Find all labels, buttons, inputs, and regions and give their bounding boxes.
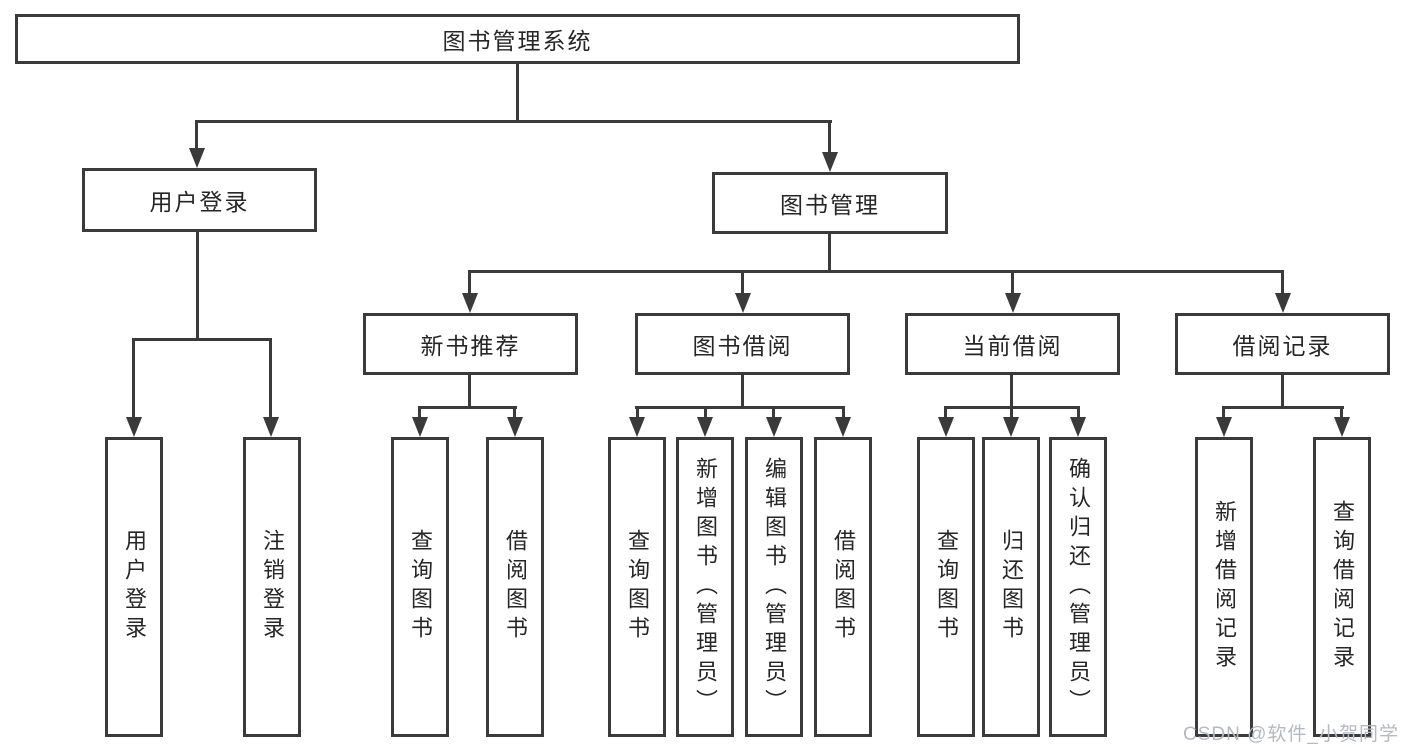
node-borrow-records: 借阅记录: [1175, 313, 1390, 375]
leaf-borrow-books: 借阅图书: [814, 437, 872, 737]
connector-current-stub: [1010, 375, 1013, 409]
connector-to-edit-books: [772, 406, 775, 419]
leaf-current-query-books-label: 查询图书: [934, 529, 959, 645]
node-book-borrow-label: 图书借阅: [692, 333, 793, 359]
node-root-label: 图书管理系统: [442, 28, 593, 54]
leaf-return-books: 归还图书: [982, 437, 1040, 737]
arrow-to-new-book-recommend: [462, 293, 478, 313]
node-current-borrow: 当前借阅: [905, 313, 1120, 375]
leaf-recommend-borrow-books: 借阅图书: [486, 437, 544, 737]
node-book-management-label: 图书管理: [780, 192, 880, 218]
arrow-to-borrow-books: [835, 417, 851, 437]
arrow-to-book-management: [822, 152, 838, 172]
leaf-borrow-books-label: 借阅图书: [831, 529, 856, 645]
connector-level3-rail: [468, 270, 1284, 273]
connector-borrow-stub: [741, 375, 744, 409]
connector-records-rail: [1222, 406, 1344, 409]
leaf-user-login: 用户登录: [105, 437, 163, 737]
node-new-book-recommend-label: 新书推荐: [420, 333, 521, 359]
arrow-to-add-books: [697, 417, 713, 437]
leaf-edit-books-admin: 编辑图书（管理员）: [745, 437, 803, 737]
connector-to-confirm-return: [1077, 406, 1080, 419]
connector-records-stub: [1281, 375, 1284, 409]
connector-to-current-borrow: [1011, 270, 1014, 296]
connector-to-leaf-user-login: [132, 338, 135, 419]
connector-to-borrow-books: [842, 406, 845, 419]
connector-recommend-stub: [468, 375, 471, 409]
arrow-to-leaf-user-login: [126, 417, 142, 437]
leaf-borrow-query-books-label: 查询图书: [625, 529, 650, 645]
leaf-recommend-query-books-label: 查询图书: [408, 529, 433, 645]
leaf-edit-books-admin-label: 编辑图书（管理员）: [762, 456, 787, 718]
leaf-add-borrow-record-label: 新增借阅记录: [1212, 500, 1237, 674]
node-user-login-label: 用户登录: [149, 189, 250, 215]
leaf-logout: 注销登录: [243, 437, 301, 737]
leaf-recommend-borrow-books-label: 借阅图书: [503, 529, 528, 645]
node-user-login: 用户登录: [82, 168, 317, 232]
node-borrow-records-label: 借阅记录: [1232, 333, 1333, 359]
connector-user-login-rail: [132, 338, 272, 341]
leaf-user-login-label: 用户登录: [122, 529, 147, 645]
leaf-add-books-admin: 新增图书（管理员）: [676, 437, 734, 737]
arrow-to-borrow-records: [1275, 293, 1291, 313]
arrow-to-confirm-return: [1070, 417, 1086, 437]
connector-to-borrow-records: [1281, 270, 1284, 296]
leaf-confirm-return-admin-label: 确认归还（管理员）: [1066, 456, 1091, 718]
connector-borrow-rail: [635, 406, 845, 409]
leaf-logout-label: 注销登录: [260, 529, 285, 645]
connector-to-new-book-recommend: [468, 270, 471, 296]
leaf-return-books-label: 归还图书: [999, 529, 1024, 645]
connector-to-return-books: [1010, 406, 1013, 419]
connector-to-add-record: [1222, 406, 1225, 419]
connector-to-recommend-query: [418, 406, 421, 419]
leaf-query-borrow-record: 查询借阅记录: [1313, 437, 1371, 737]
connector-user-login-stub: [196, 232, 199, 338]
connector-to-borrow-query: [636, 406, 639, 419]
connector-to-book-management: [828, 120, 831, 154]
connector-book-management-stub: [828, 234, 831, 272]
arrow-to-recommend-query: [412, 417, 428, 437]
arrow-to-return-books: [1003, 417, 1019, 437]
node-book-borrow: 图书借阅: [635, 313, 850, 375]
leaf-current-query-books: 查询图书: [917, 437, 975, 737]
connector-to-recommend-borrow: [513, 406, 516, 419]
node-book-management: 图书管理: [712, 172, 948, 234]
connector-root-stub: [516, 64, 519, 120]
leaf-borrow-query-books: 查询图书: [608, 437, 666, 737]
arrow-to-recommend-borrow: [507, 417, 523, 437]
arrow-to-current-query: [938, 417, 954, 437]
arrow-to-borrow-query: [629, 417, 645, 437]
connector-to-leaf-logout: [269, 338, 272, 419]
arrow-to-user-login: [189, 148, 205, 168]
arrow-to-query-record: [1334, 417, 1350, 437]
node-root: 图书管理系统: [15, 14, 1020, 64]
node-current-borrow-label: 当前借阅: [962, 333, 1063, 359]
connector-to-add-books: [704, 406, 707, 419]
connector-recommend-rail: [418, 406, 517, 409]
leaf-add-borrow-record: 新增借阅记录: [1195, 437, 1253, 737]
arrow-to-book-borrow: [735, 293, 751, 313]
connector-to-user-login: [195, 120, 198, 150]
connector-to-book-borrow: [741, 270, 744, 296]
leaf-query-borrow-record-label: 查询借阅记录: [1330, 500, 1355, 674]
arrow-to-current-borrow: [1005, 293, 1021, 313]
leaf-add-books-admin-label: 新增图书（管理员）: [693, 456, 718, 718]
arrow-to-add-record: [1216, 417, 1232, 437]
node-new-book-recommend: 新书推荐: [363, 313, 578, 375]
leaf-confirm-return-admin: 确认归还（管理员）: [1049, 437, 1107, 737]
connector-to-query-record: [1340, 406, 1343, 419]
connector-level2-rail: [196, 120, 832, 123]
csdn-watermark: CSDN @软件_小贺同学: [1183, 724, 1399, 745]
connector-to-current-query: [944, 406, 947, 419]
arrow-to-edit-books: [766, 417, 782, 437]
leaf-recommend-query-books: 查询图书: [391, 437, 449, 737]
arrow-to-leaf-logout: [263, 417, 279, 437]
